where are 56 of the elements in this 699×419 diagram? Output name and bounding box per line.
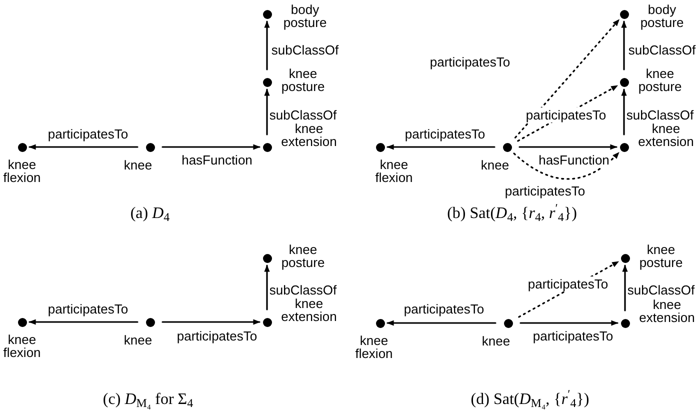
node-label: knee bbox=[122, 158, 154, 172]
arrow bbox=[28, 144, 138, 150]
arrow bbox=[513, 152, 620, 180]
edge-label: hasFunction bbox=[538, 152, 610, 168]
arrow bbox=[518, 144, 618, 150]
arrow bbox=[162, 144, 260, 150]
caption: (a) D$_{4}$ bbox=[130, 204, 170, 226]
edge-label: subClassOf bbox=[268, 108, 338, 122]
node-label: knee posture bbox=[637, 67, 683, 93]
edge-label: subClassOf bbox=[626, 282, 696, 298]
arrow bbox=[264, 20, 270, 70]
node-label: knee posture bbox=[280, 243, 326, 269]
arrow bbox=[28, 319, 138, 325]
arrow bbox=[621, 88, 627, 136]
edge-label: hasFunction bbox=[180, 152, 254, 168]
node-label: body posture bbox=[282, 3, 328, 29]
arrow bbox=[264, 88, 270, 136]
edge-label: subClassOf bbox=[625, 108, 695, 122]
caption: (b) Sat(D$_{4}$, {r$_{4}$, r$^{′}$$_{4}$}) bbox=[447, 202, 577, 226]
caption: (d) Sat(D$_{M₄}$, {r$^{′}$$_{4}$}) bbox=[470, 388, 590, 412]
node-label: knee flexion bbox=[354, 334, 394, 360]
caption: (c) D$_{M₄}$ for Σ$_{4}$ bbox=[102, 390, 194, 412]
edge-label: participatesTo bbox=[504, 184, 586, 198]
edge-label: subClassOf bbox=[268, 282, 338, 298]
node-label: knee flexion bbox=[2, 158, 42, 184]
node-label: knee extension bbox=[637, 122, 695, 148]
node-label: knee posture bbox=[638, 243, 684, 269]
node-label: knee posture bbox=[280, 67, 326, 93]
arrow bbox=[520, 320, 618, 326]
arrow bbox=[162, 319, 260, 325]
edge-label: participatesTo bbox=[532, 328, 614, 344]
node-label: knee extension bbox=[280, 122, 338, 148]
edge-label: participatesTo bbox=[46, 302, 130, 316]
node-label: knee bbox=[122, 334, 154, 346]
edge-label: participatesTo bbox=[524, 108, 608, 122]
node-label: knee bbox=[480, 334, 512, 348]
edge-label: participatesTo bbox=[428, 54, 512, 70]
arrow bbox=[621, 20, 627, 70]
edge-label: participatesTo bbox=[176, 328, 258, 344]
arrow bbox=[386, 144, 496, 150]
edge-label: subClassOf bbox=[270, 42, 340, 58]
node-label: knee flexion bbox=[2, 333, 42, 359]
edge-label: participatesTo bbox=[402, 302, 486, 316]
node-label: knee bbox=[480, 158, 510, 172]
arrow bbox=[514, 18, 620, 138]
edge-label: subClassOf bbox=[627, 42, 697, 58]
arrow bbox=[622, 264, 628, 312]
edge-label: participatesTo bbox=[526, 276, 610, 292]
arrow bbox=[386, 320, 496, 326]
node-label: knee flexion bbox=[374, 158, 414, 184]
edge-label: participatesTo bbox=[46, 126, 130, 142]
node-label: knee extension bbox=[638, 298, 696, 324]
edge-label: participatesTo bbox=[404, 126, 486, 142]
arrow bbox=[264, 264, 270, 310]
node-label: body posture bbox=[639, 3, 685, 29]
node-label: knee extension bbox=[280, 297, 338, 323]
